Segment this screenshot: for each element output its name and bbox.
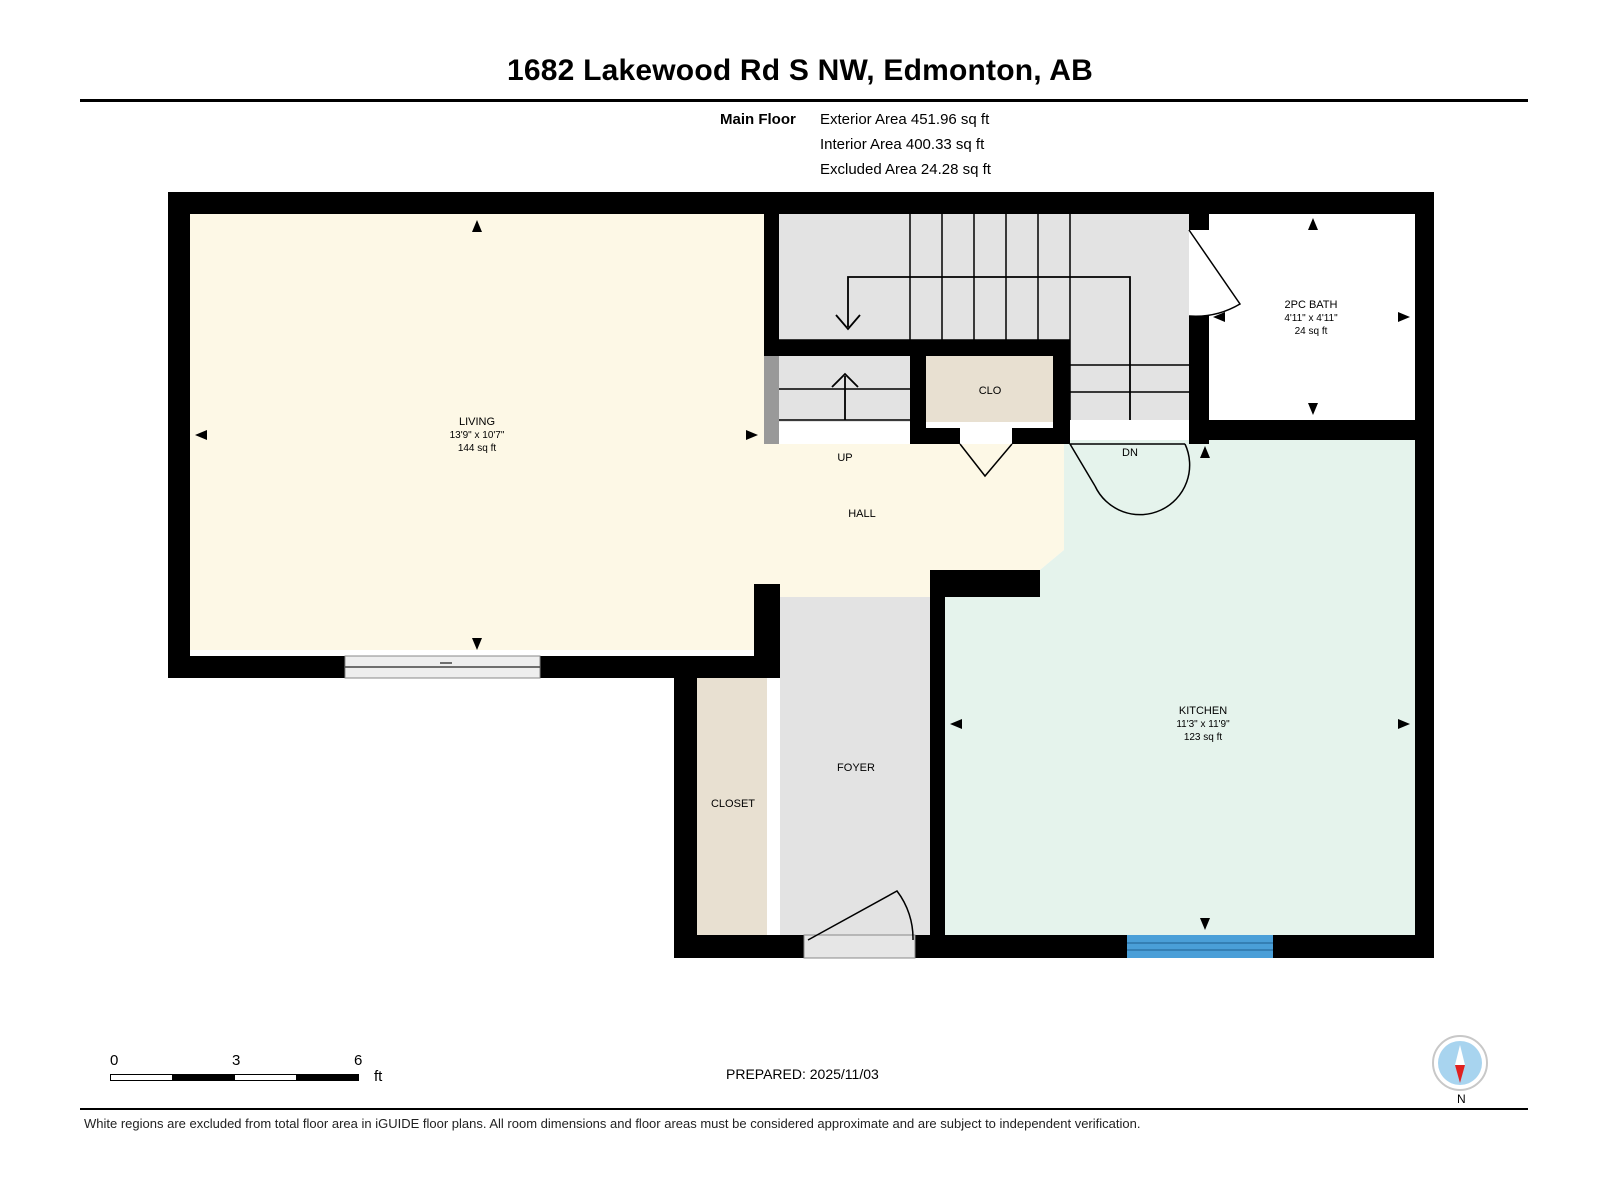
bath-area: 24 sq ft <box>1295 326 1328 337</box>
doors <box>807 229 1242 941</box>
windows <box>344 655 1273 959</box>
stairs-down-label: DN <box>1122 447 1138 459</box>
floor-label: Main Floor <box>720 111 796 128</box>
scale-segment <box>172 1074 235 1081</box>
scale-bar: 0 3 6 ft <box>100 1050 400 1100</box>
foyer-label: FOYER <box>837 762 875 774</box>
compass-north-label: N <box>1457 1092 1466 1106</box>
scale-label-6: 6 <box>354 1052 363 1069</box>
prepared-date: PREPARED: 2025/11/03 <box>726 1066 879 1082</box>
scale-segment <box>110 1074 173 1081</box>
closet-label: CLOSET <box>711 798 755 810</box>
stair-arrows <box>831 276 1131 420</box>
disclaimer: White regions are excluded from total fl… <box>84 1116 1141 1131</box>
living-hall-floor <box>190 214 1064 650</box>
compass-icon <box>1432 1035 1488 1091</box>
hall-label: HALL <box>848 508 876 520</box>
living-dims: 13'9" x 10'7" <box>450 430 505 441</box>
kitchen-floor <box>945 440 1415 935</box>
dimension-arrows <box>195 218 1410 930</box>
exterior-area: Exterior Area 451.96 sq ft <box>820 111 990 128</box>
living-area: 144 sq ft <box>458 443 497 454</box>
kitchen-area: 123 sq ft <box>1184 732 1223 743</box>
interior-area: Interior Area 400.33 sq ft <box>820 136 985 153</box>
bath-label: 2PC BATH <box>1285 299 1338 311</box>
closet-floor <box>697 670 767 935</box>
scale-segment <box>234 1074 297 1081</box>
stairs-up-label: UP <box>837 452 852 464</box>
foyer-floor <box>780 597 930 935</box>
clo-label: CLO <box>979 385 1002 397</box>
scale-label-0: 0 <box>110 1052 119 1069</box>
stair-railing <box>764 356 779 444</box>
excluded-area: Excluded Area 24.28 sq ft <box>820 161 991 178</box>
scale-segment <box>296 1074 359 1081</box>
footer-rule <box>80 1108 1528 1110</box>
clo-floor <box>926 356 1053 422</box>
walls <box>168 192 1434 958</box>
plan-title: 1682 Lakewood Rd S NW, Edmonton, AB <box>507 54 1093 87</box>
kitchen-label: KITCHEN <box>1179 705 1227 717</box>
living-label: LIVING <box>459 416 495 428</box>
bath-dims: 4'11" x 4'11" <box>1284 313 1338 324</box>
header-rule <box>80 99 1528 102</box>
kitchen-dims: 11'3" x 11'9" <box>1176 719 1230 730</box>
scale-unit: ft <box>374 1068 383 1085</box>
scale-label-3: 3 <box>232 1052 241 1069</box>
